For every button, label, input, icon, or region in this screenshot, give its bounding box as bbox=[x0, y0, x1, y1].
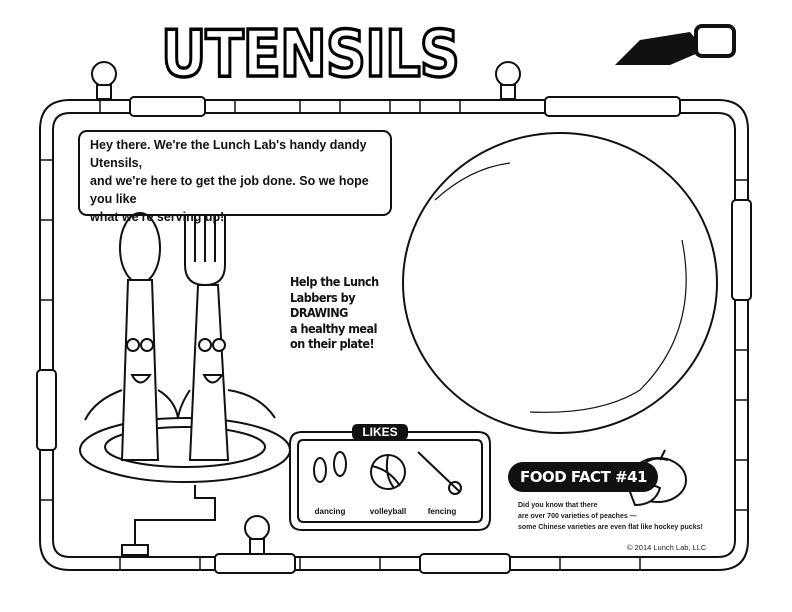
likes-frame bbox=[289, 431, 491, 531]
utensil-characters bbox=[79, 212, 291, 556]
food-fact-heading: FOOD FACT #41 bbox=[508, 462, 658, 492]
volleyball-icon bbox=[370, 454, 406, 490]
instruction-line: Labbers by bbox=[290, 289, 356, 305]
food-fact-text: Did you know that there are over 700 var… bbox=[518, 500, 703, 533]
drawing-plate bbox=[402, 132, 718, 434]
like-label-fencing: fencing bbox=[427, 507, 457, 516]
like-label-dancing: dancing bbox=[314, 507, 346, 516]
speech-line: what we're serving up! bbox=[90, 210, 225, 224]
lunch-lab-logo bbox=[610, 20, 740, 70]
like-label-volleyball: volleyball bbox=[369, 507, 407, 516]
speech-bubble: Hey there. We're the Lunch Lab's handy d… bbox=[78, 130, 392, 224]
instruction-line: on their plate! bbox=[290, 336, 375, 351]
pipe-frame bbox=[36, 96, 752, 574]
fact-line: some Chinese varieties are even flat lik… bbox=[518, 524, 703, 531]
instruction-line: Help the Lunch bbox=[290, 274, 379, 289]
fact-line: Did you know that there bbox=[518, 502, 598, 509]
speech-line: Hey there. We're the Lunch Lab's handy d… bbox=[90, 138, 367, 170]
fencing-sword-icon bbox=[417, 451, 462, 495]
footprints-icon bbox=[313, 451, 347, 483]
light-bulb-icon bbox=[91, 61, 521, 555]
page-title: UTENSILS bbox=[160, 15, 462, 93]
instruction-line: a healthy meal bbox=[290, 320, 378, 336]
fact-line: are over 700 varieties of peaches — bbox=[518, 513, 637, 520]
instruction-line: DRAWING bbox=[290, 305, 348, 320]
likes-heading: LIKES bbox=[352, 424, 408, 440]
copyright: © 2014 Lunch Lab, LLC bbox=[627, 543, 707, 552]
drawing-instructions: Help the Lunch Labbers by DRAWING a heal… bbox=[290, 274, 400, 352]
speech-line: and we're here to get the job done. So w… bbox=[90, 174, 369, 206]
